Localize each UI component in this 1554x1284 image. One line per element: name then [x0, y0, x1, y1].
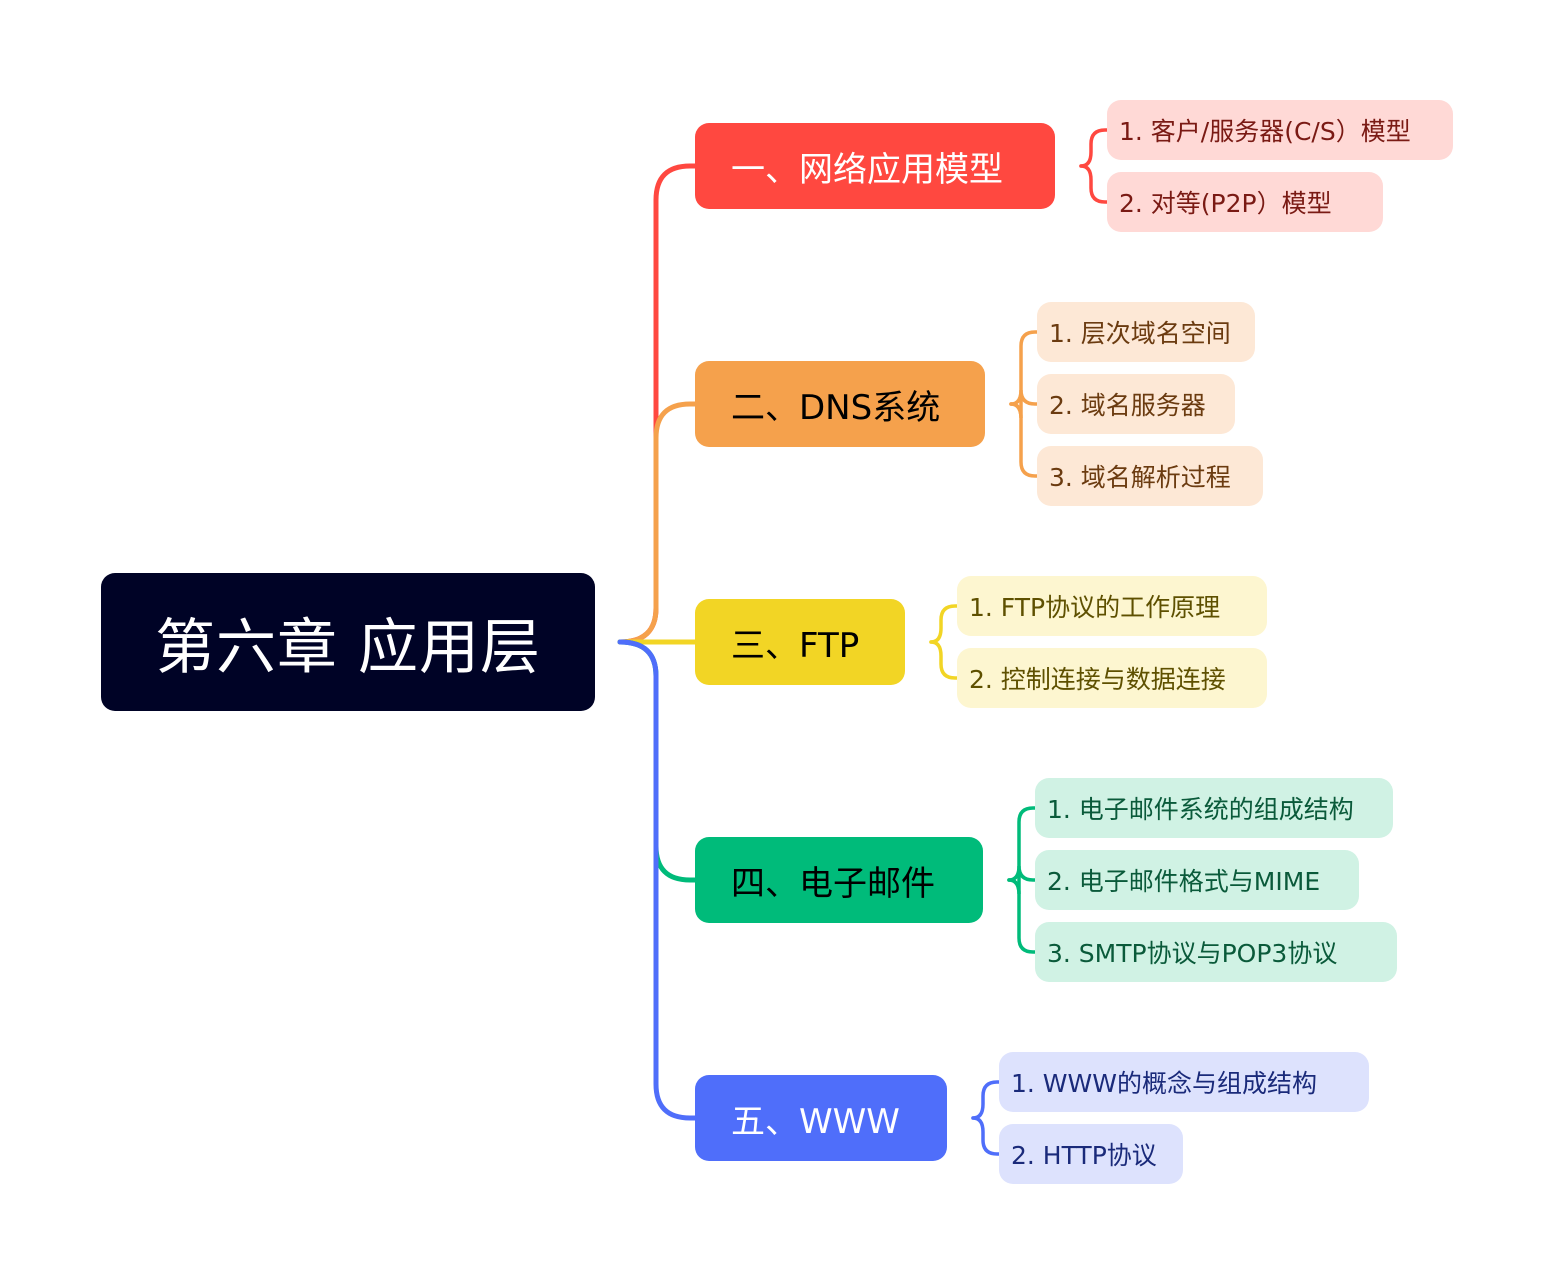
subtopic-5-1[interactable]: 1. WWW的概念与组成结构	[999, 1052, 1369, 1112]
leaf-connector-1-2	[1079, 164, 1111, 204]
subtopic-2-2[interactable]: 2. 域名服务器	[1037, 374, 1235, 434]
leaf-connector-3-2	[929, 640, 961, 680]
branch-topic-3[interactable]: 三、FTP	[695, 599, 905, 685]
leaf-connector-4-3	[1007, 878, 1039, 954]
leaf-connector-2-3	[1009, 402, 1041, 478]
root-topic[interactable]: 第六章 应用层	[101, 573, 595, 711]
branch-topic-1[interactable]: 一、网络应用模型	[695, 123, 1055, 209]
leaf-connector-2-1	[1009, 330, 1041, 406]
root-connector-5	[617, 639, 698, 1121]
branch-topic-2[interactable]: 二、DNS系统	[695, 361, 985, 447]
subtopic-3-1[interactable]: 1. FTP协议的工作原理	[957, 576, 1267, 636]
subtopic-2-1[interactable]: 1. 层次域名空间	[1037, 302, 1255, 362]
root-connector-2	[617, 401, 698, 645]
leaf-connector-3-1	[929, 604, 961, 644]
leaf-connector-1-1	[1079, 128, 1111, 168]
subtopic-1-2[interactable]: 2. 对等(P2P）模型	[1107, 172, 1383, 232]
subtopic-4-2[interactable]: 2. 电子邮件格式与MIME	[1035, 850, 1359, 910]
leaf-connector-5-2	[971, 1116, 1003, 1156]
leaf-connector-5-1	[971, 1080, 1003, 1120]
subtopic-1-1[interactable]: 1. 客户/服务器(C/S）模型	[1107, 100, 1453, 160]
subtopic-4-1[interactable]: 1. 电子邮件系统的组成结构	[1035, 778, 1393, 838]
subtopic-2-3[interactable]: 3. 域名解析过程	[1037, 446, 1263, 506]
branch-topic-5[interactable]: 五、WWW	[695, 1075, 947, 1161]
subtopic-4-3[interactable]: 3. SMTP协议与POP3协议	[1035, 922, 1397, 982]
leaf-connector-4-1	[1007, 806, 1039, 882]
branch-topic-4[interactable]: 四、电子邮件	[695, 837, 983, 923]
subtopic-3-2[interactable]: 2. 控制连接与数据连接	[957, 648, 1267, 708]
subtopic-5-2[interactable]: 2. HTTP协议	[999, 1124, 1183, 1184]
